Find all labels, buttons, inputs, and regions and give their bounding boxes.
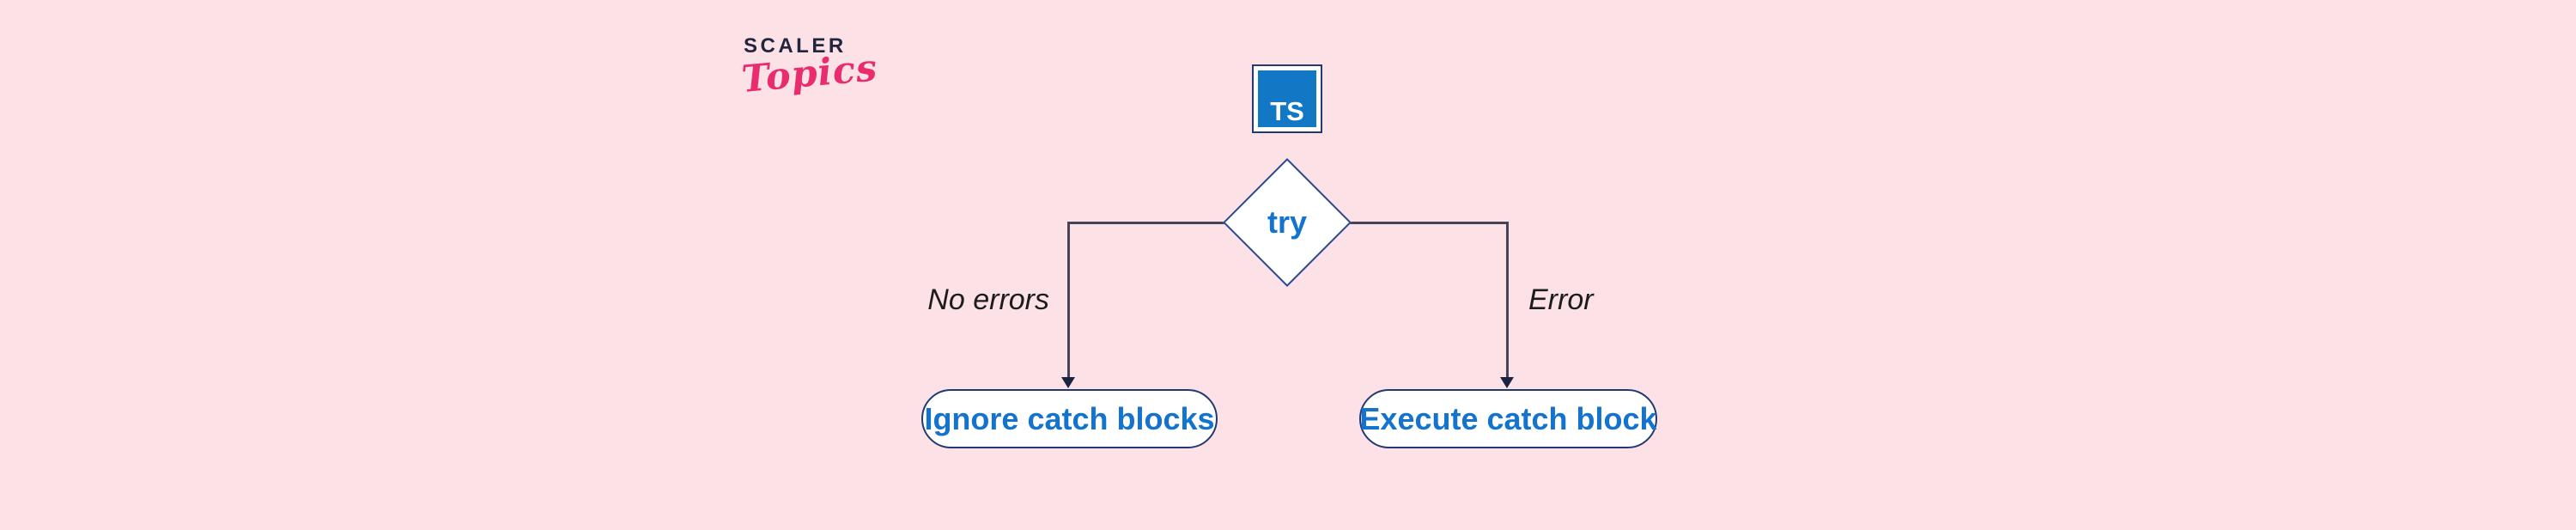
typescript-icon-label: TS <box>1270 96 1304 126</box>
left-branch-horizontal-line <box>1067 222 1224 224</box>
right-branch-horizontal-line <box>1350 222 1508 224</box>
arrow-down-icon <box>1061 377 1075 388</box>
result-node-ignore-catch-blocks: Ignore catch blocks <box>921 389 1218 448</box>
right-branch-vertical-line <box>1506 222 1509 378</box>
arrow-down-icon <box>1500 377 1514 388</box>
typescript-icon: TS <box>1252 64 1322 133</box>
left-branch-vertical-line <box>1067 222 1070 378</box>
try-decision-label: try <box>1267 204 1308 240</box>
topics-wordmark: Topics <box>739 46 880 101</box>
result-node-execute-catch-block: Execute catch block <box>1359 389 1657 448</box>
typescript-icon-inner: TS <box>1258 70 1316 127</box>
scaler-topics-logo: SCALER Topics <box>740 34 881 101</box>
branch-label-error: Error <box>1528 283 1594 316</box>
scaler-wordmark: SCALER <box>744 34 847 58</box>
branch-label-no-errors: No errors <box>927 283 1049 316</box>
